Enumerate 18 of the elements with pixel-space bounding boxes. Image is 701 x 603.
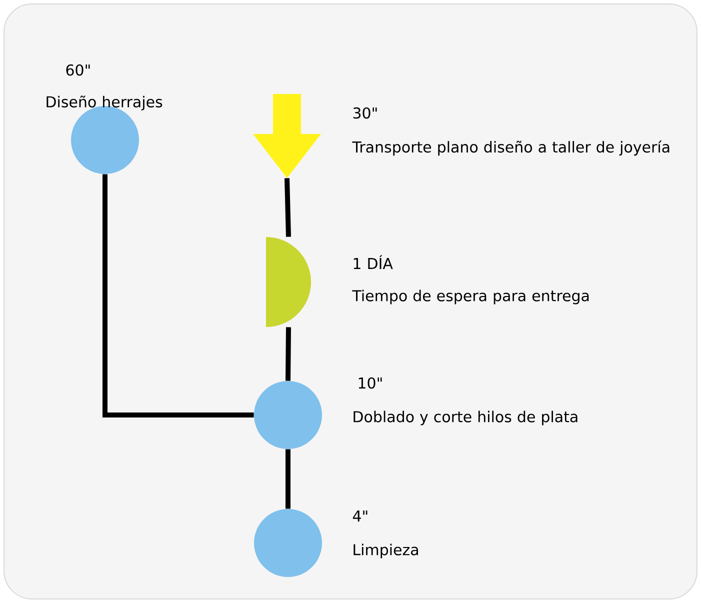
- delay-symbol: [266, 237, 311, 327]
- time-label: 10": [358, 377, 382, 389]
- step-description: Transporte plano diseño a taller de joyería: [352, 140, 670, 156]
- operation-circle: [254, 381, 322, 449]
- step-description: Tiempo de espera para entrega: [352, 290, 589, 304]
- connector-line: [284, 178, 291, 237]
- transport-arrow: [253, 94, 321, 178]
- connector-line: [102, 174, 254, 418]
- time-label: 1 DÍA: [354, 255, 393, 269]
- time-label: 60": [66, 64, 90, 76]
- step-description: Doblado y corte hilos de plata: [354, 410, 578, 426]
- time-label: 30": [353, 107, 377, 119]
- step-description: Limpieza: [354, 544, 418, 558]
- step-description: Diseño herrajes: [46, 96, 162, 110]
- time-label: 4": [352, 510, 368, 522]
- connector-line: [286, 327, 291, 381]
- operation-circle: [254, 509, 322, 577]
- connector-line: [286, 449, 290, 509]
